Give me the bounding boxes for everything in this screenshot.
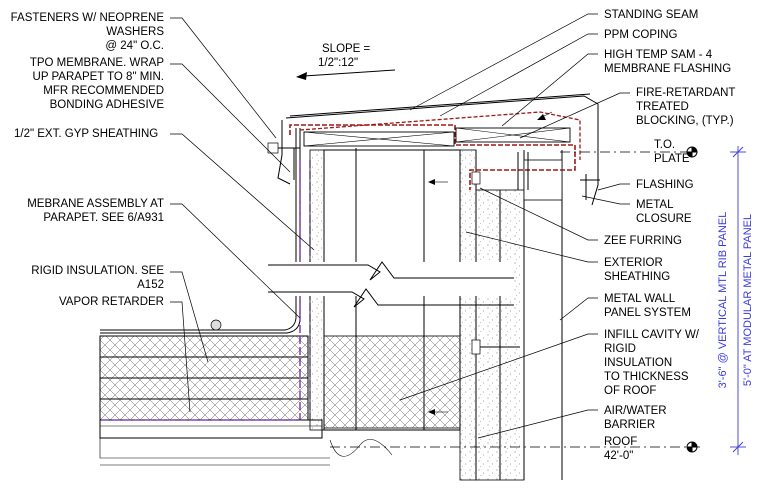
label-tpo-1: TPO MEMBRANE. WRAP	[30, 57, 165, 69]
vertical-dimension	[730, 146, 746, 455]
vapor-retarder-line	[100, 160, 301, 421]
label-sam-2: MEMBRANE FLASHING	[604, 63, 731, 75]
label-rigid-insulation-1: RIGID INSULATION. SEE	[31, 265, 164, 277]
label-infill-1: INFILL CAVITY W/	[604, 329, 700, 341]
label-ppm-coping: PPM COPING	[604, 29, 678, 41]
label-sam-1: HIGH TEMP SAM - 4	[604, 49, 713, 61]
label-tpo-4: BONDING ADHESIVE	[50, 99, 165, 111]
label-air-water-2: BARRIER	[604, 419, 655, 431]
label-metal-wall-1: METAL WALL	[604, 293, 676, 305]
label-fasteners-1: FASTENERS W/ NEOPRENE	[11, 12, 165, 24]
label-standing-seam: STANDING SEAM	[604, 9, 698, 21]
label-membrane-assembly-2: PARAPET. SEE 6/A931	[43, 212, 164, 224]
left-callouts: FASTENERS W/ NEOPRENE WASHERS @ 24" O.C.…	[11, 12, 315, 413]
label-ext-sheathing-1: EXTERIOR	[604, 257, 663, 269]
label-infill-2: RIGID	[604, 343, 636, 355]
label-ext-sheathing-2: SHEATHING	[604, 271, 670, 283]
label-flashing: FLASHING	[636, 179, 694, 191]
label-top-plate-1: T.O.	[654, 139, 675, 151]
label-zee-furring: ZEE FURRING	[604, 235, 682, 247]
label-metal-closure-2: CLOSURE	[636, 213, 692, 225]
label-fasteners-3: @ 24" O.C.	[105, 40, 164, 52]
label-blocking-1: FIRE-RETARDANT	[636, 87, 735, 99]
slope-label-1: SLOPE =	[322, 43, 371, 55]
label-tpo-2: UP PARAPET TO 8" MIN.	[33, 71, 164, 83]
slope-indicator: SLOPE = 1/2":12"	[296, 43, 396, 80]
label-roof-1: ROOF	[604, 436, 637, 448]
label-infill-5: OF ROOF	[604, 385, 656, 397]
parapet-wall	[309, 149, 563, 481]
label-metal-closure-1: METAL	[636, 199, 674, 211]
label-roof-2: 42'-0"	[604, 450, 633, 462]
label-blocking-2: TREATED	[636, 101, 689, 113]
label-gyp: 1/2" EXT. GYP SHEATHING	[14, 128, 158, 140]
label-fasteners-2: WASHERS	[106, 26, 164, 38]
label-membrane-assembly-1: MEBRANE ASSEMBLY AT	[27, 198, 164, 210]
slope-label-2: 1/2":12"	[318, 57, 358, 69]
label-air-water-1: AIR/WATER	[604, 405, 667, 417]
label-tpo-3: MFR RECOMMENDED	[43, 85, 164, 97]
label-infill-3: INSULATION	[604, 357, 672, 369]
vertical-dim-label-1: 3'-6" @ VERTICAL MTL RIB PANEL	[717, 212, 729, 389]
label-metal-wall-2: PANEL SYSTEM	[604, 307, 691, 319]
right-callouts: STANDING SEAM PPM COPING HIGH TEMP SAM -…	[399, 9, 735, 462]
label-vapor-retarder: VAPOR RETARDER	[59, 296, 164, 308]
break-line	[268, 261, 514, 308]
vertical-dim-label-2: 5'-0" AT MODULAR METAL PANEL	[742, 214, 754, 386]
label-blocking-3: BLOCKING, (TYP.)	[636, 115, 734, 127]
label-infill-4: TO THICKNESS	[604, 371, 689, 383]
label-rigid-insulation-2: A152	[137, 279, 164, 291]
coping-assembly	[267, 93, 600, 355]
roof-insulation-assembly	[99, 128, 393, 466]
label-top-plate-2: PLATE	[654, 153, 690, 165]
